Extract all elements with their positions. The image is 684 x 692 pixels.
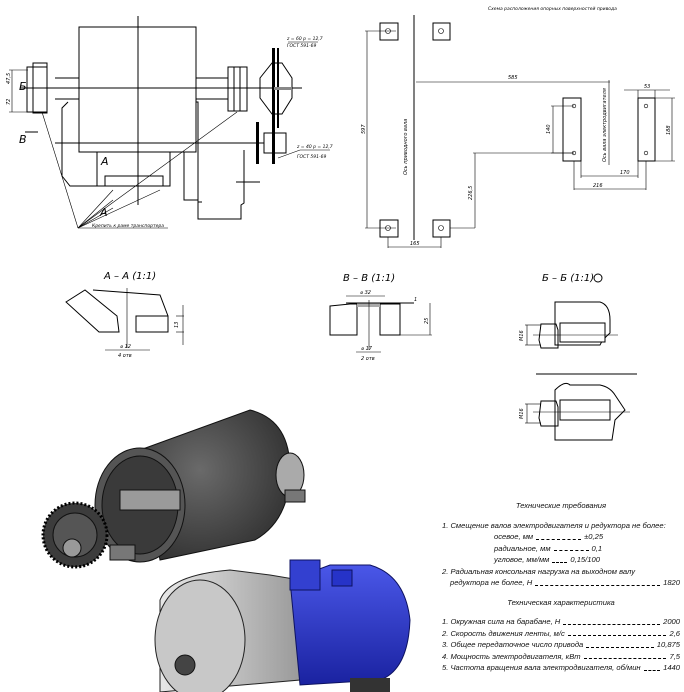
- value: 10,875: [656, 640, 680, 649]
- requirement-1: 1. Смещение валов электродвигателя и ред…: [442, 520, 666, 530]
- right-bearing: [227, 66, 248, 112]
- sprocket-large-standard: ГОСТ 591-69: [287, 43, 316, 49]
- label: радиальное, мм: [494, 543, 551, 553]
- dim-188: 188: [666, 125, 672, 135]
- axis-motor-shaft-label: Ось вала электродвигателя: [602, 88, 608, 162]
- section-bb-thread-bottom: M16: [519, 408, 525, 419]
- value: ±0,25: [584, 532, 604, 541]
- dim-upper: 47,5: [6, 73, 12, 84]
- section-label-b: Б: [19, 80, 27, 93]
- mount-note: Крепить к раме транспортера: [92, 223, 164, 229]
- section-b-b: Б – Б (1:1) M16 M16: [519, 273, 637, 441]
- section-bb-title: Б – Б (1:1): [542, 273, 594, 284]
- section-bb-thread-top: M16: [519, 330, 525, 341]
- value: 0,1: [591, 543, 603, 553]
- value: 1440: [663, 663, 680, 672]
- section-a-a: А – А (1:1) 13 ⌀ 12 4 отв: [65, 271, 184, 359]
- label: угловое, мм/мм: [494, 555, 550, 564]
- sprocket-large-spec: z = 60 p = 12,7: [286, 36, 323, 42]
- section-vv-dim-25: 25: [424, 318, 430, 324]
- requirement-angular: угловое, мм/мм 0,15/100: [442, 554, 680, 566]
- value: 1820: [663, 578, 680, 587]
- section-vv-diameter: ⌀ 17: [361, 346, 373, 352]
- label: 2. Скорость движения ленты, м/с: [442, 628, 565, 638]
- section-aa-diameter: ⌀ 12: [120, 344, 131, 350]
- drive-3d-render: [41, 409, 411, 692]
- section-vv-holes: 2 отв: [361, 356, 375, 362]
- surface-finish-icon: [593, 273, 603, 283]
- dim-226-5: 226,5: [468, 186, 474, 200]
- section-vv-title: В – В (1:1): [343, 273, 395, 284]
- dim-216: 216: [593, 183, 603, 189]
- left-bearing: [26, 66, 48, 113]
- tech-characteristics-title: Техническая характеристика: [507, 597, 615, 607]
- value: 0,15/100: [570, 555, 600, 564]
- section-v-v: В – В (1:1) ⌀ 32 ⌀ 17 2 отв 1 25: [329, 273, 432, 362]
- sprocket-large: [259, 62, 293, 115]
- sprocket-small-standard: ГОСТ 591-69: [297, 154, 326, 160]
- axis-drive-shaft-label: Ось приводного вала: [403, 119, 409, 175]
- technical-notes: Технические требования 1. Смещение валов…: [442, 498, 680, 674]
- value: 2,6: [669, 628, 680, 638]
- label: 3. Общее передаточное число привода: [442, 640, 584, 649]
- characteristic-row: 1. Окружная сила на барабане, Н 2000: [442, 616, 680, 628]
- section-vv-dim-1: 1: [414, 297, 417, 303]
- drive-main-view: 47,5 72 Б В А А z = 60 p = 12,7 ГОСТ 591…: [6, 16, 333, 229]
- characteristic-row: 3. Общее передаточное число привода 10,87…: [442, 639, 680, 651]
- section-label-a-bottom: А: [99, 206, 108, 219]
- dim-170: 170: [620, 170, 630, 176]
- section-aa-holes: 4 отв: [118, 353, 132, 359]
- dim-140: 140: [546, 124, 552, 134]
- requirement-2: 2. Радиальная консольная нагрузка на вых…: [442, 566, 636, 576]
- section-aa-thickness: 13: [174, 322, 180, 328]
- sprocket-small-spec: z = 40 p = 12,7: [296, 144, 333, 150]
- label: 5. Частота вращения вала электродвигател…: [442, 663, 641, 672]
- section-label-a-top: А: [100, 155, 109, 168]
- characteristic-row: 4. Мощность электродвигателя, кВт 7,5: [442, 651, 680, 663]
- dim-597: 597: [361, 124, 367, 134]
- dim-585: 585: [508, 75, 518, 81]
- dim-53: 53: [644, 84, 650, 90]
- label: осевое, мм: [494, 532, 534, 541]
- requirement-radial: радиальное, мм 0,1: [442, 543, 680, 555]
- characteristic-row: 5. Частота вращения вала электродвигател…: [442, 662, 680, 674]
- label: редуктора не более, Н: [450, 578, 533, 587]
- dim-165: 165: [410, 241, 420, 247]
- requirement-axial: осевое, мм ±0,25: [442, 531, 680, 543]
- label: 4. Мощность электродвигателя, кВт: [442, 651, 581, 661]
- support-layout-scheme: Схема расположения опорных поверхностей …: [361, 6, 675, 248]
- value: 7,5: [669, 651, 680, 661]
- section-aa-title: А – А (1:1): [103, 271, 156, 282]
- tech-requirements-title: Технические требования: [515, 501, 607, 510]
- motor-3d: [289, 564, 411, 686]
- scheme-title: Схема расположения опорных поверхностей …: [488, 6, 617, 12]
- value: 2000: [663, 617, 680, 626]
- label: 1. Окружная сила на барабане, Н: [442, 617, 561, 626]
- section-label-v-bottom: В: [19, 133, 27, 146]
- section-vv-dia-top: ⌀ 32: [360, 290, 371, 296]
- dim-lower: 72: [6, 99, 12, 105]
- characteristic-row: 2. Скорость движения ленты, м/с 2,6: [442, 628, 680, 640]
- requirement-2-value-row: редуктора не более, Н 1820: [442, 577, 680, 589]
